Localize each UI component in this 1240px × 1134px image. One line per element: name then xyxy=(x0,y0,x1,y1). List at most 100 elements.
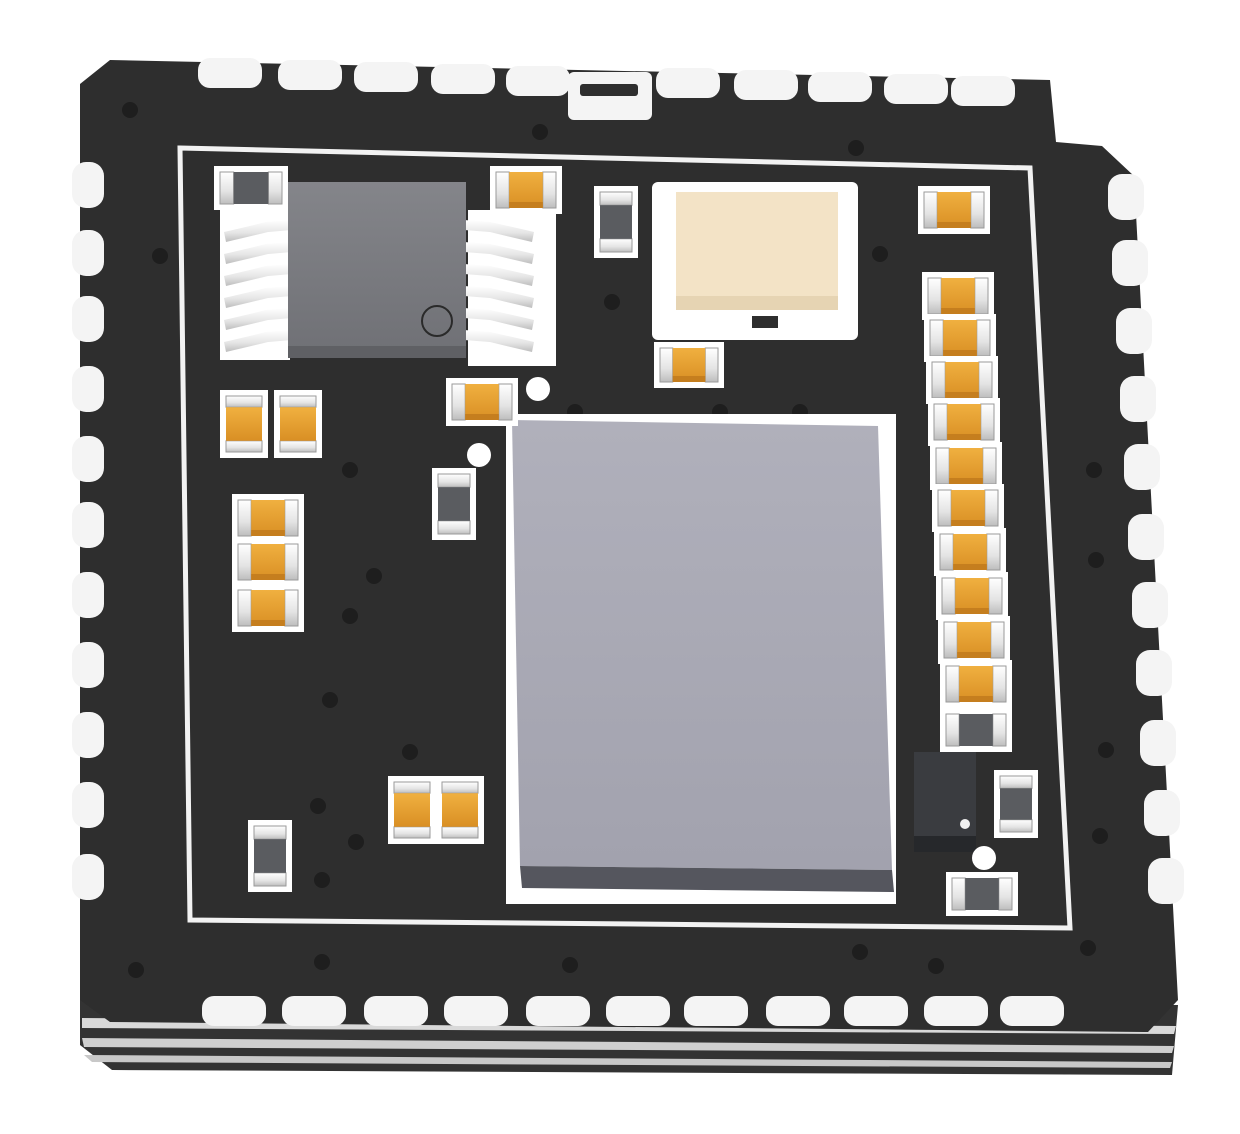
edge-pad xyxy=(1000,996,1064,1026)
resistor xyxy=(994,770,1038,838)
edge-pad xyxy=(1120,376,1156,422)
edge-pad xyxy=(72,436,104,482)
edge-pad xyxy=(1132,582,1168,628)
edge-pad xyxy=(364,996,428,1026)
edge-pad xyxy=(506,66,570,96)
edge-pad xyxy=(1140,720,1176,766)
resistors xyxy=(214,166,1038,916)
via xyxy=(1088,552,1104,568)
via xyxy=(342,608,358,624)
capacitor xyxy=(924,314,996,362)
edge-pad xyxy=(884,74,948,104)
edge-pad xyxy=(924,996,988,1026)
ic-lead xyxy=(224,264,292,286)
edge-pad xyxy=(844,996,908,1026)
via xyxy=(848,140,864,156)
capacitor xyxy=(922,272,994,320)
resistor xyxy=(946,872,1018,916)
via xyxy=(532,124,548,140)
edge-pad xyxy=(72,712,104,758)
capacitor xyxy=(446,378,518,426)
resistor xyxy=(940,708,1012,752)
edge-pad xyxy=(72,296,104,342)
top-notch-pad xyxy=(568,72,652,120)
edge-pad xyxy=(684,996,748,1026)
ic-lead xyxy=(464,220,534,242)
edge-pad xyxy=(951,76,1015,106)
via xyxy=(562,957,578,973)
edge-pad xyxy=(198,58,262,88)
edge-pad xyxy=(72,230,104,276)
via xyxy=(122,102,138,118)
via xyxy=(402,744,418,760)
capacitor xyxy=(934,528,1006,576)
capacitor xyxy=(388,776,436,844)
via xyxy=(872,246,888,262)
via xyxy=(852,944,868,960)
capacitor xyxy=(654,342,724,388)
edge-pad xyxy=(1124,444,1160,490)
capacitor xyxy=(932,484,1004,532)
ic-lead xyxy=(464,308,534,330)
via xyxy=(314,954,330,970)
edge-pad xyxy=(766,996,830,1026)
via xyxy=(342,462,358,478)
edge-pad xyxy=(202,996,266,1026)
via xyxy=(322,692,338,708)
capacitor xyxy=(930,442,1002,490)
edge-pad xyxy=(282,996,346,1026)
via xyxy=(310,798,326,814)
edge-pad xyxy=(72,572,104,618)
fiducials xyxy=(467,377,996,870)
edge-pad xyxy=(1136,650,1172,696)
via xyxy=(1086,462,1102,478)
edge-pad xyxy=(1128,514,1164,560)
capacitor xyxy=(918,186,990,234)
ic-lead xyxy=(464,264,534,286)
capacitor xyxy=(938,616,1010,664)
capacitor xyxy=(220,390,268,458)
sot-chip xyxy=(914,752,976,852)
via xyxy=(1098,742,1114,758)
via xyxy=(128,962,144,978)
capacitor xyxy=(232,584,304,632)
capacitors xyxy=(220,166,1012,844)
edge-pad xyxy=(72,366,104,412)
via xyxy=(1092,828,1108,844)
via xyxy=(366,568,382,584)
edge-pad xyxy=(808,72,872,102)
edge-pad xyxy=(72,162,104,208)
edge-pad xyxy=(72,854,104,900)
soic-chip xyxy=(220,182,556,366)
via xyxy=(314,872,330,888)
resistor xyxy=(594,186,638,258)
ic-lead xyxy=(224,308,292,330)
edge-pad xyxy=(734,70,798,100)
ic-lead xyxy=(224,330,292,352)
capacitor xyxy=(274,390,322,458)
ic-lead xyxy=(224,286,292,308)
edge-pad xyxy=(72,782,104,828)
via xyxy=(928,958,944,974)
edge-pad xyxy=(526,996,590,1026)
edge-pad xyxy=(1108,174,1144,220)
ic-lead xyxy=(224,242,292,264)
edge-pad xyxy=(72,502,104,548)
capacitor xyxy=(490,166,562,214)
capacitor xyxy=(940,660,1012,708)
edge-pad xyxy=(1148,858,1184,904)
via xyxy=(348,834,364,850)
resistor xyxy=(432,468,476,540)
ic-lead xyxy=(464,286,534,308)
castellated-pads xyxy=(72,58,1184,1026)
pin1-marker-icon xyxy=(421,305,453,337)
capacitor xyxy=(926,356,998,404)
edge-pad xyxy=(1112,240,1148,286)
shield-can xyxy=(506,414,896,904)
resistor xyxy=(248,820,292,892)
via xyxy=(604,294,620,310)
edge-pad xyxy=(72,642,104,688)
silkscreen-outline xyxy=(177,145,1073,931)
capacitor xyxy=(936,572,1008,620)
